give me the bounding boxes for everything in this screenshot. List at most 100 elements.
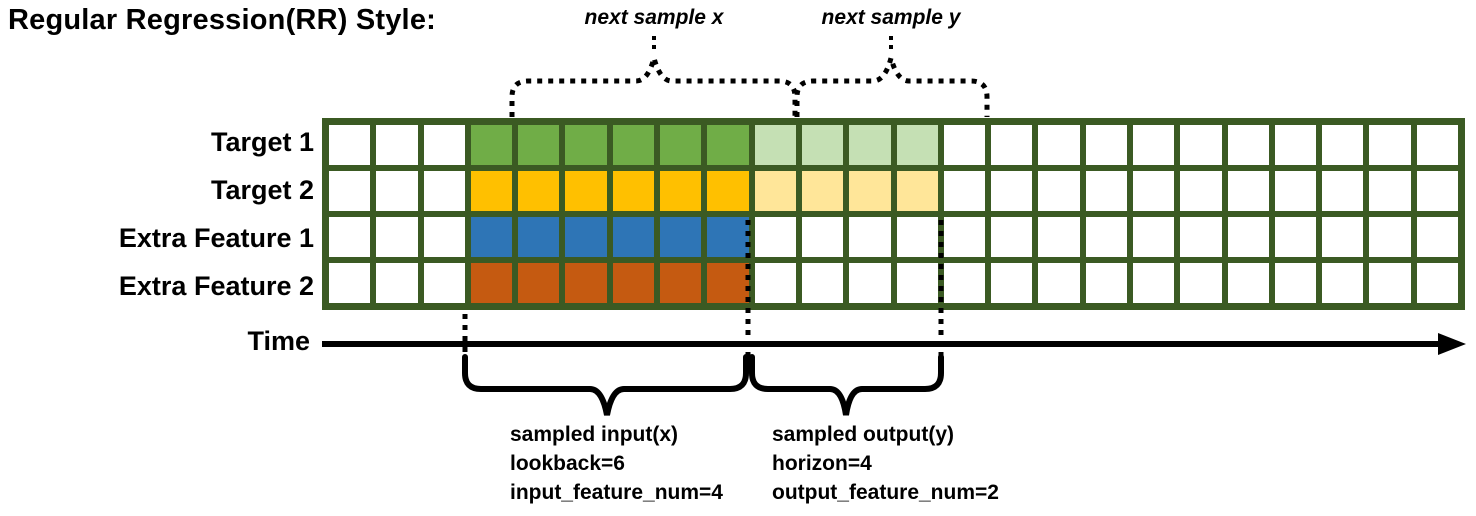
grid-cell: [1369, 171, 1411, 211]
row-label-target-1: Target 1: [210, 127, 314, 157]
grid-cell: [1038, 217, 1080, 257]
grid-cell: [1369, 125, 1411, 165]
grid-cell: [754, 125, 796, 165]
sampled-input-note: sampled input(x) lookback=6 input_featur…: [510, 420, 723, 507]
grid-cell: [1227, 263, 1269, 303]
grid-cell: [376, 125, 418, 165]
grid-cell: [707, 125, 749, 165]
grid-cell: [1416, 171, 1458, 211]
grid-cell: [660, 263, 702, 303]
grid-cell: [376, 263, 418, 303]
grid-cell: [329, 125, 371, 165]
grid-cell: [518, 217, 560, 257]
grid-cell: [470, 125, 513, 165]
sampled-output-brace: [749, 354, 944, 416]
grid-cell: [896, 171, 938, 211]
grid-cell: [896, 263, 938, 303]
grid-cell: [329, 263, 371, 303]
grid-cell: [1227, 217, 1269, 257]
row-labels: Target 1 Target 2 Extra Feature 1 Extra …: [0, 118, 314, 310]
grid-cell: [518, 125, 560, 165]
grid-cell: [943, 125, 986, 165]
grid-cell: [1322, 171, 1364, 211]
grid-cell: [707, 263, 749, 303]
grid-cell: [1322, 217, 1364, 257]
grid-cell: [943, 171, 986, 211]
grid-cell: [660, 217, 702, 257]
grid-cell: [991, 125, 1033, 165]
grid-cell: [707, 171, 749, 211]
grid-cell: [1180, 217, 1222, 257]
grid-cell: [801, 125, 844, 165]
grid-cell: [1132, 171, 1175, 211]
grid-cell: [565, 217, 607, 257]
grid-cell: [849, 263, 891, 303]
grid-cell: [1038, 263, 1080, 303]
row-label-extra-feature-2: Extra Feature 2: [118, 271, 314, 301]
grid-cell: [801, 263, 844, 303]
grid-cell: [801, 171, 844, 211]
grid-cell: [1038, 171, 1080, 211]
grid-cell: [1416, 263, 1458, 303]
grid-cell: [1227, 171, 1269, 211]
grid-cell: [1132, 217, 1175, 257]
grid-cell: [612, 263, 655, 303]
grid-cell: [849, 171, 891, 211]
grid-cell: [612, 125, 655, 165]
grid-cell: [565, 125, 607, 165]
next-sample-x-label: next sample x: [584, 6, 724, 29]
grid-cell: [423, 217, 465, 257]
grid-cell: [1132, 263, 1175, 303]
grid-cell: [1085, 217, 1127, 257]
grid-cell: [329, 217, 371, 257]
grid-cell: [943, 263, 986, 303]
grid-cell: [991, 263, 1033, 303]
grid-cell: [1085, 125, 1127, 165]
grid-cell: [896, 217, 938, 257]
grid-cell: [1322, 125, 1364, 165]
grid-cell: [1180, 263, 1222, 303]
next-sample-x-brace: [509, 48, 798, 117]
grid-cell: [1274, 171, 1317, 211]
grid-cell: [1274, 217, 1317, 257]
grid-cell: [1227, 125, 1269, 165]
grid-cell: [1274, 263, 1317, 303]
sampled-input-brace: [462, 354, 749, 416]
grid-cell: [754, 217, 796, 257]
grid-cell: [470, 217, 513, 257]
grid-cell: [660, 171, 702, 211]
sampled-input-title: sampled input(x): [510, 423, 679, 446]
grid-cell: [943, 217, 986, 257]
grid-cell: [376, 217, 418, 257]
grid-cell: [896, 125, 938, 165]
grid-cell: [565, 263, 607, 303]
grid-cell: [565, 171, 607, 211]
grid-cell: [1369, 217, 1411, 257]
grid-cell: [612, 171, 655, 211]
grid-cell: [1274, 125, 1317, 165]
grid-cell: [1085, 263, 1127, 303]
lookback-value: lookback=6: [510, 452, 625, 475]
next-sample-y-label: next sample y: [821, 6, 961, 29]
grid-cell: [612, 217, 655, 257]
grid-cell: [423, 125, 465, 165]
grid-cell: [518, 171, 560, 211]
grid-cell: [754, 263, 796, 303]
grid-cell: [423, 263, 465, 303]
grid-cell: [1132, 125, 1175, 165]
grid-cell: [1038, 125, 1080, 165]
grid-cell: [1085, 171, 1127, 211]
sampled-output-note: sampled output(y) horizon=4 output_featu…: [772, 420, 999, 507]
sampled-output-title: sampled output(y): [772, 423, 954, 446]
grid-cell: [754, 171, 796, 211]
output-feature-num-value: output_feature_num=2: [772, 481, 999, 504]
grid-cell: [423, 171, 465, 211]
row-label-target-2: Target 2: [210, 175, 314, 205]
row-label-extra-feature-1: Extra Feature 1: [118, 223, 314, 253]
input-feature-num-value: input_feature_num=4: [510, 481, 723, 504]
grid-cell: [849, 125, 891, 165]
grid-cell: [707, 217, 749, 257]
next-sample-y-brace: [794, 48, 990, 117]
grid-cell: [470, 171, 513, 211]
